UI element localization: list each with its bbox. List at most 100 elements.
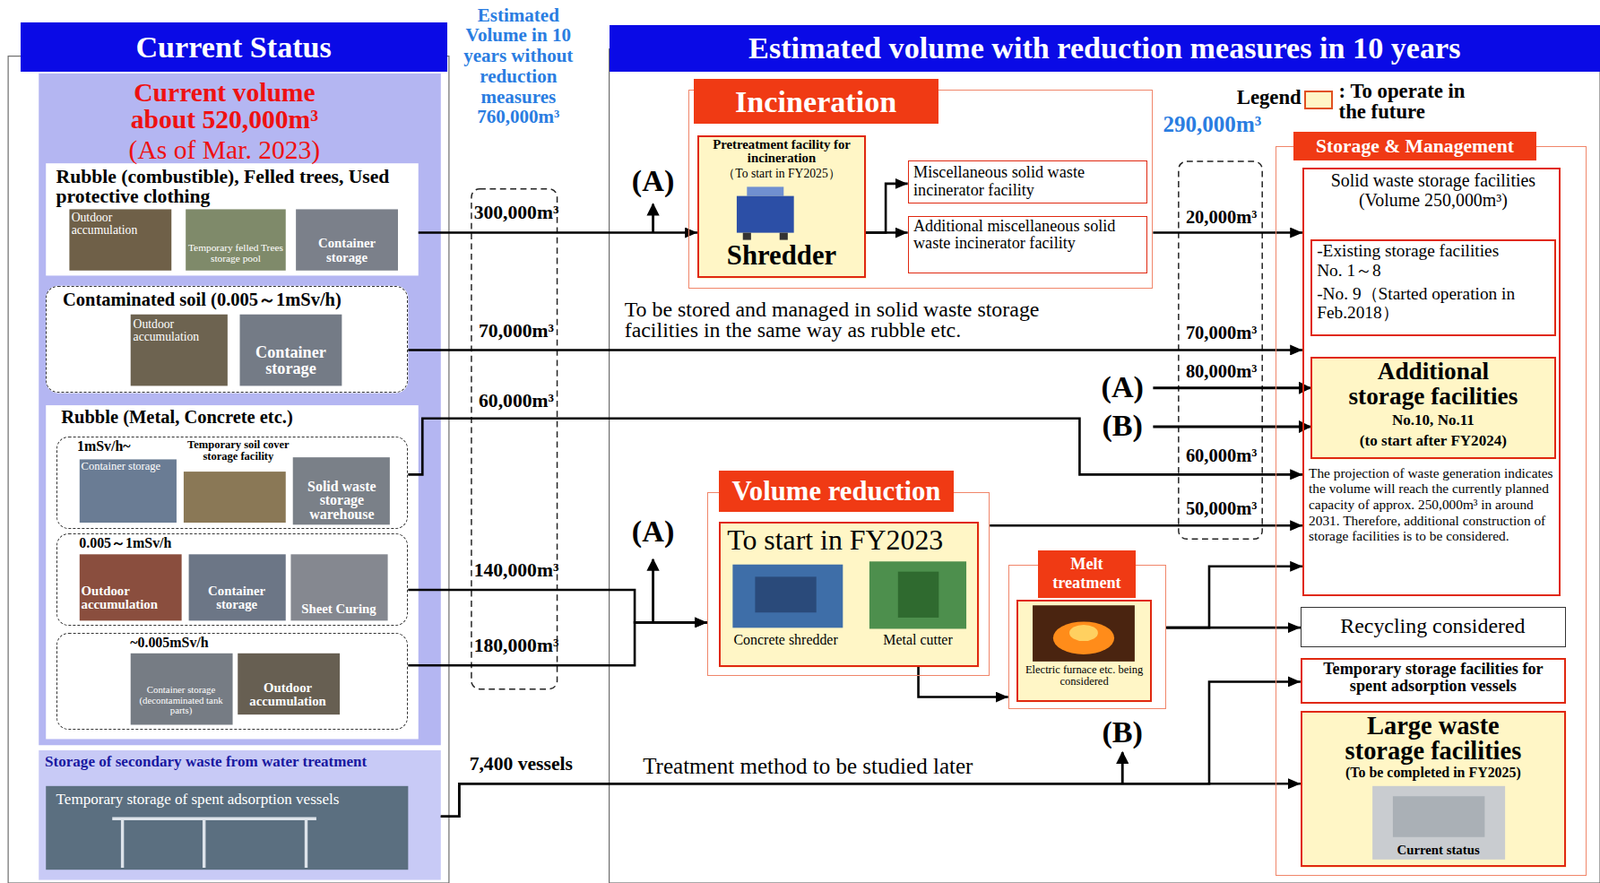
measures-panel: Estimated volume with reduction measures… [609, 25, 1600, 883]
volume-label: Estimated Volume in 10 years without red… [451, 5, 585, 128]
photo [1372, 786, 1505, 860]
photo [290, 553, 388, 621]
box-text: -Existing storage facilities No. 1～8 [1316, 241, 1522, 280]
flow-arrow [441, 681, 1301, 816]
panel-frame [609, 49, 1600, 883]
facility-box: Pretreatment facility for incineration（T… [697, 135, 866, 278]
box-text: Current volume about 520,000m³ [107, 78, 343, 133]
status-panel: Current StatusCurrent volume about 520,0… [8, 22, 450, 883]
photo [185, 208, 286, 270]
box-text: Container storage (decontaminated tank p… [131, 684, 230, 716]
volume-label: (A) [619, 513, 687, 549]
outcome-box: Recycling considered [1300, 606, 1566, 649]
volume-label: 60,000m³ [1178, 445, 1265, 468]
volume-label: (B) [1089, 714, 1156, 750]
edge-label: Treatment method to be studied later [642, 754, 1082, 779]
box-text: Pretreatment facility for incineration [701, 138, 863, 165]
branch-arrow [651, 559, 655, 623]
dose-range-box: ~0.005mSv/hContainer storage (decontamin… [56, 632, 409, 730]
box-text: Miscellaneous solid waste incinerator fa… [913, 164, 1143, 199]
box-fill [1017, 600, 1152, 703]
box-text: 1mSv/h~ [77, 438, 169, 455]
box-text: Metal cutter [861, 631, 974, 649]
box-text: （To start in FY2025） [701, 166, 863, 182]
volume-reduction-group: Volume reductionTo start in FY2023Concre… [707, 492, 990, 676]
box-text: Current status [1372, 842, 1505, 858]
photo [183, 471, 286, 523]
volume-label: 60,000m³ [473, 389, 560, 413]
box-text: Storage & Management [1293, 131, 1537, 161]
box-text: ~0.005mSv/h [129, 634, 284, 651]
photo [69, 208, 172, 270]
box-text: -No. 9（Started operation in Feb.2018） [1316, 284, 1522, 323]
flow-arrow [407, 348, 1303, 352]
volume-label: 80,000m³ [1178, 361, 1265, 383]
box-text: Melt treatment [1037, 550, 1135, 597]
crane [112, 818, 317, 868]
box-text: (To be completed in FY2025) [1305, 764, 1562, 781]
photo [293, 457, 390, 525]
flow-arrow [407, 418, 1303, 476]
melt-group: Melt treatmentElectric furnace etc. bein… [1008, 564, 1167, 710]
photo [130, 653, 234, 726]
panel-ground [38, 73, 442, 745]
volume-label: 50,000m³ [1178, 498, 1265, 520]
box-text: Temporary soil cover storage facility [181, 439, 296, 463]
box-fill [45, 285, 408, 394]
photo [189, 553, 286, 621]
box-fill [1311, 357, 1557, 460]
volume-label: 140,000m³ [473, 559, 560, 582]
volume-label: 7,400 vessels [469, 752, 613, 776]
flow-arrow [1166, 626, 1301, 630]
waste-category-box: Rubble (Metal, Concrete etc.)1mSv/h~Cont… [45, 405, 419, 739]
shredder-icon [746, 186, 784, 196]
volume-label: 70,000m³ [1178, 322, 1265, 345]
flow-arrow [407, 622, 708, 666]
box-text: Temporary storage of spent adsorption ve… [56, 790, 398, 809]
panel-frame [8, 56, 450, 883]
flow-arrow [1166, 566, 1303, 628]
box-text: (to start after FY2024) [1315, 432, 1551, 450]
photo [1069, 624, 1099, 641]
box-text: Container storage [242, 344, 339, 377]
flow-arrow [865, 231, 909, 234]
shredder-icon [743, 233, 752, 241]
box-text: Temporary storage facilities for spent a… [1305, 660, 1562, 695]
box-text: Rubble (Metal, Concrete etc.) [60, 406, 408, 429]
dose-range-box: 1mSv/h~Container storageTemporary soil c… [56, 436, 409, 528]
facility-box: Solid waste storage facilities (Volume 2… [1302, 167, 1561, 597]
box-text: Estimated volume with reduction measures… [609, 25, 1600, 71]
box-text: No.10, No.11 [1315, 411, 1551, 430]
flow-arrow [441, 783, 1301, 816]
flow-arrow [918, 666, 1009, 698]
photo [869, 561, 967, 629]
box-text: Contaminated soil (0.005～1mSv/h) [62, 289, 405, 312]
photo [898, 571, 940, 618]
volume-label: (A) [619, 163, 687, 199]
box-text: Additional storage facilities [1342, 359, 1525, 409]
box-text: Storage of secondary waste from water tr… [44, 752, 439, 771]
facility-box: -Existing storage facilities No. 1～8 -No.… [1310, 239, 1556, 337]
waste-category-box: Rubble (combustible), Felled trees, Used… [45, 163, 419, 276]
facility-box: Temporary storage facilities for spent a… [1300, 657, 1566, 704]
volume-label: 180,000m³ [473, 634, 560, 658]
box-fill [1300, 711, 1566, 868]
photo [1392, 795, 1485, 838]
photo [754, 576, 816, 613]
facility-box: Large waste storage facilities(To be com… [1300, 710, 1566, 867]
flow-arrow [407, 589, 708, 623]
photo [240, 314, 343, 387]
volume-label: 20,000m³ [1178, 207, 1265, 229]
volume-label: (B) [1089, 407, 1156, 443]
incineration-group: IncinerationPretreatment facility for in… [688, 89, 1153, 289]
box-fill [45, 405, 419, 739]
box-text: Outdoor accumulation [239, 681, 337, 709]
facility-box: Additional miscellaneous solid waste inc… [908, 216, 1149, 274]
waste-category-box: Contaminated soil (0.005～1mSv/h)Outdoor … [45, 285, 408, 394]
shredder-icon [779, 233, 788, 241]
volume-label: 300,000m³ [473, 201, 560, 225]
box-text: Outdoor accumulation [81, 584, 180, 612]
box-text: To start in FY2023 [726, 524, 974, 556]
box-text: Shredder [701, 242, 863, 270]
flow-arrow [418, 231, 698, 234]
